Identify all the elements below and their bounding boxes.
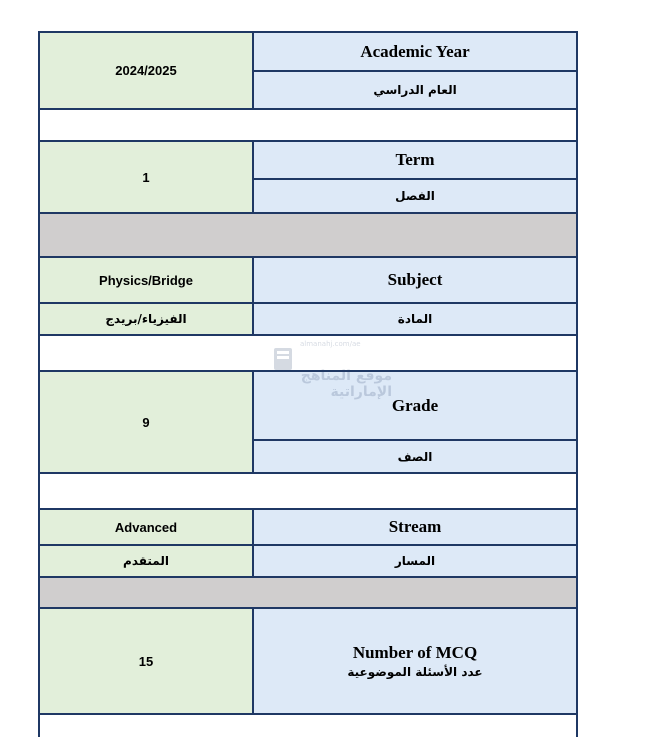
mcq-label-en: Number of MCQ xyxy=(352,643,478,662)
academic-year-value: 2024/2025 xyxy=(38,31,254,110)
stream-label-ar: المسار xyxy=(252,544,578,578)
exam-info-table: 2024/2025 Academic Year العام الدراسي 1 … xyxy=(38,31,578,737)
term-label-en: Term xyxy=(252,140,578,180)
spacer-row xyxy=(38,472,578,510)
spacer-row xyxy=(38,334,578,372)
subject-label-en: Subject xyxy=(252,256,578,304)
stream-value-ar: المتقدم xyxy=(38,544,254,578)
academic-year-label-en: Academic Year xyxy=(252,31,578,72)
stream-value-en: Advanced xyxy=(38,508,254,546)
mcq-label-ar: عدد الأسئلة الموضوعية xyxy=(347,665,483,679)
term-value: 1 xyxy=(38,140,254,214)
term-label-ar: الفصل xyxy=(252,178,578,214)
separator-row xyxy=(38,212,578,258)
academic-year-label-ar: العام الدراسي xyxy=(252,70,578,110)
mcq-value: 15 xyxy=(38,607,254,715)
stream-label-en: Stream xyxy=(252,508,578,546)
grade-value: 9 xyxy=(38,370,254,474)
mcq-label-cell: Number of MCQ عدد الأسئلة الموضوعية xyxy=(252,607,578,715)
grade-label-en: Grade xyxy=(252,370,578,441)
spacer-row xyxy=(38,108,578,142)
subject-label-ar: المادة xyxy=(252,302,578,336)
separator-row xyxy=(38,576,578,609)
grade-label-ar: الصف xyxy=(252,439,578,474)
subject-value-ar: الفيزياء/بريدج xyxy=(38,302,254,336)
bottom-row xyxy=(38,713,578,737)
subject-value-en: Physics/Bridge xyxy=(38,256,254,304)
